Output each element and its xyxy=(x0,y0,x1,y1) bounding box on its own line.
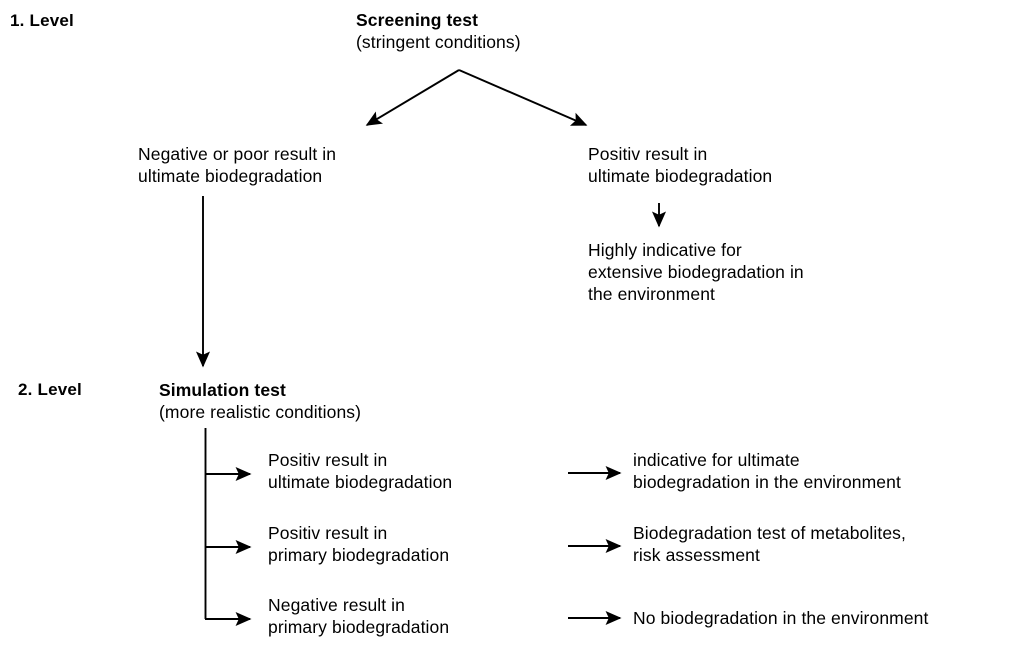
highly-indicative-line1: Highly indicative for xyxy=(588,240,742,260)
positive-branch-line1: Positiv result in xyxy=(588,144,708,164)
outcome-1-result-line2: ultimate biodegradation xyxy=(268,472,453,492)
simulation-test-heading: Simulation test xyxy=(159,380,286,400)
highly-indicative-line3: the environment xyxy=(588,284,715,304)
outcome-2-conclusion-line1: Biodegradation test of metabolites, xyxy=(633,523,906,543)
negative-branch-line2: ultimate biodegradation xyxy=(138,166,323,186)
connector-screening-to-negative xyxy=(365,69,460,126)
level-2-label: 2. Level xyxy=(18,380,82,399)
outcome-3-conclusion-line1: No biodegradation in the environment xyxy=(633,608,929,628)
screening-test-heading: Screening test xyxy=(356,10,478,30)
negative-branch-line1: Negative or poor result in xyxy=(138,144,337,164)
simulation-test-subtitle: (more realistic conditions) xyxy=(159,402,362,422)
outcome-1-conclusion-line1: indicative for ultimate xyxy=(633,450,800,470)
outcome-2-result-line1: Positiv result in xyxy=(268,523,388,543)
level-1-label: 1. Level xyxy=(10,11,74,30)
screening-test-subtitle: (stringent conditions) xyxy=(356,32,521,52)
positive-branch-line2: ultimate biodegradation xyxy=(588,166,773,186)
outcome-3-result-line1: Negative result in xyxy=(268,595,406,615)
outcome-2-conclusion-line2: risk assessment xyxy=(633,545,760,565)
outcome-2-result-line2: primary biodegradation xyxy=(268,545,450,565)
highly-indicative-line2: extensive biodegradation in xyxy=(588,262,804,282)
outcome-1-conclusion-line2: biodegradation in the environment xyxy=(633,472,901,492)
outcome-3-result-line2: primary biodegradation xyxy=(268,617,450,637)
outcome-1-result-line1: Positiv result in xyxy=(268,450,388,470)
connector-screening-to-positive xyxy=(458,69,588,126)
